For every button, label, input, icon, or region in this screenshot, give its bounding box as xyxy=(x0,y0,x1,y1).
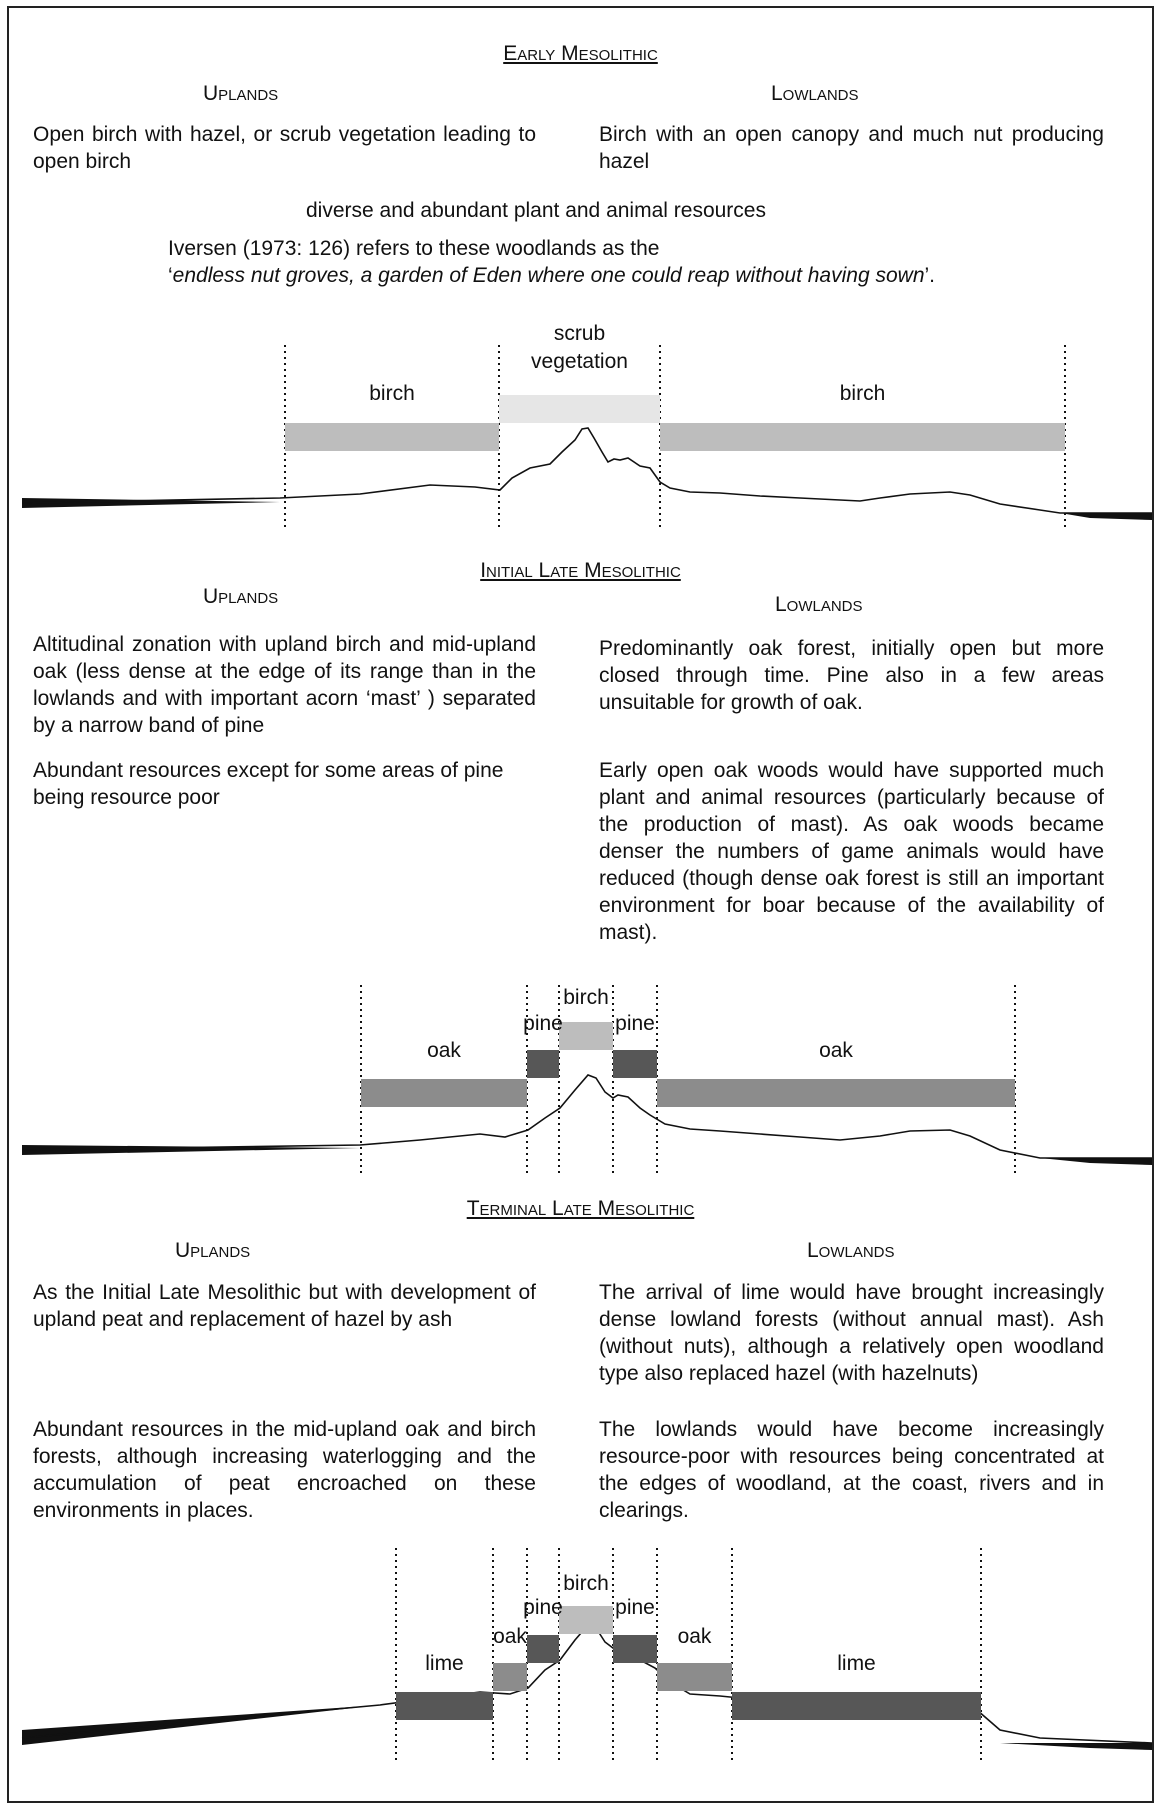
initial-lowlands-text-2: Early open oak woods would have supporte… xyxy=(599,759,1104,944)
terrain-profile xyxy=(22,498,280,508)
zone-label-pine: pine xyxy=(523,1012,563,1035)
early-resources-text: diverse and abundant plant and animal re… xyxy=(306,199,766,222)
terrain-profile-right xyxy=(1060,513,1152,520)
initial-uplands-heading: Uplands xyxy=(203,585,279,608)
zone-label-birch: birch xyxy=(563,986,609,1009)
early-uplands-text: Open birch with hazel, or scrub vegetati… xyxy=(33,123,536,173)
initial-uplands-text: Altitudinal zonation with upland birch a… xyxy=(33,633,536,737)
initial-uplands-text-2: Abundant resources except for some areas… xyxy=(33,759,504,809)
terrain-line xyxy=(21,427,1152,514)
terrain-profile-right xyxy=(1000,1743,1152,1750)
zone-bar-birch xyxy=(285,423,499,451)
zone-label-birch: birch xyxy=(369,382,415,405)
early-uplands-heading: Uplands xyxy=(203,82,279,105)
terminal-uplands-text: As the Initial Late Mesolithic but with … xyxy=(33,1281,536,1331)
zone-label-oak: oak xyxy=(678,1625,712,1648)
quote-line: ‘endless nut groves, a garden of Eden wh… xyxy=(168,262,935,289)
zone-label-oak: oak xyxy=(427,1039,461,1062)
zone-bar-pine xyxy=(527,1050,559,1078)
zone-bar-oak xyxy=(493,1663,527,1691)
terrain-profile xyxy=(22,1145,360,1155)
terminal-lowlands-heading: Lowlands xyxy=(807,1239,895,1262)
zone-bar-lime xyxy=(732,1692,981,1720)
early-lowlands-text: Birch with an open canopy and much nut p… xyxy=(599,123,1104,173)
zone-bar-pine xyxy=(527,1635,559,1663)
early-profile-diagram: birch scrub vegetation birch xyxy=(21,322,1152,527)
terrain-profile xyxy=(22,1705,380,1745)
zone-label-birch: birch xyxy=(563,1572,609,1595)
zone-label-lime: lime xyxy=(425,1652,464,1675)
terminal-lowlands-text-2: The lowlands would have become increasin… xyxy=(599,1418,1104,1522)
terminal-uplands-text-2: Abundant resources in the mid-upland oak… xyxy=(33,1418,536,1522)
zone-bar-scrub xyxy=(499,395,660,423)
quote-open: ‘ xyxy=(168,264,173,287)
zone-label-vegetation: vegetation xyxy=(531,350,628,373)
terminal-uplands-heading: Uplands xyxy=(175,1239,251,1262)
zone-bar-oak xyxy=(657,1079,1015,1107)
zone-label-pine: pine xyxy=(615,1596,655,1619)
zone-bar-oak xyxy=(657,1663,732,1691)
zone-label-lime: lime xyxy=(837,1652,876,1675)
terrain-profile-right xyxy=(1040,1158,1152,1165)
initial-lowlands-heading: Lowlands xyxy=(775,593,863,616)
zone-bar-birch xyxy=(559,1606,613,1634)
early-lowlands-heading: Lowlands xyxy=(771,82,859,105)
zone-bar-pine xyxy=(613,1050,657,1078)
zone-label-birch: birch xyxy=(840,382,886,405)
figure-frame xyxy=(7,6,1154,1803)
zone-bar-pine xyxy=(613,1635,657,1663)
section-title-initial: Initial Late Mesolithic xyxy=(480,559,681,582)
terminal-lowlands-text: The arrival of lime would have brought i… xyxy=(599,1281,1104,1385)
quote-intro: Iversen (1973: 126) refers to these wood… xyxy=(168,237,660,260)
zone-label-pine: pine xyxy=(523,1596,563,1619)
zone-label-pine: pine xyxy=(615,1012,655,1035)
zone-bar-birch xyxy=(559,1022,613,1050)
zone-label-scrub: scrub xyxy=(554,322,605,345)
zone-bar-oak xyxy=(361,1079,527,1107)
zone-bar-birch xyxy=(660,423,1065,451)
quote-text: endless nut groves, a garden of Eden whe… xyxy=(172,264,925,287)
section-title-early: Early Mesolithic xyxy=(503,42,658,65)
zone-bar-lime xyxy=(396,1692,493,1720)
section-title-terminal: Terminal Late Mesolithic xyxy=(466,1197,695,1220)
zone-label-oak: oak xyxy=(493,1625,527,1648)
zone-label-oak: oak xyxy=(819,1039,853,1062)
initial-lowlands-text: Predominantly oak forest, initially open… xyxy=(599,637,1104,714)
terrain-line xyxy=(21,1074,1152,1159)
quote-close: ’. xyxy=(924,264,936,287)
